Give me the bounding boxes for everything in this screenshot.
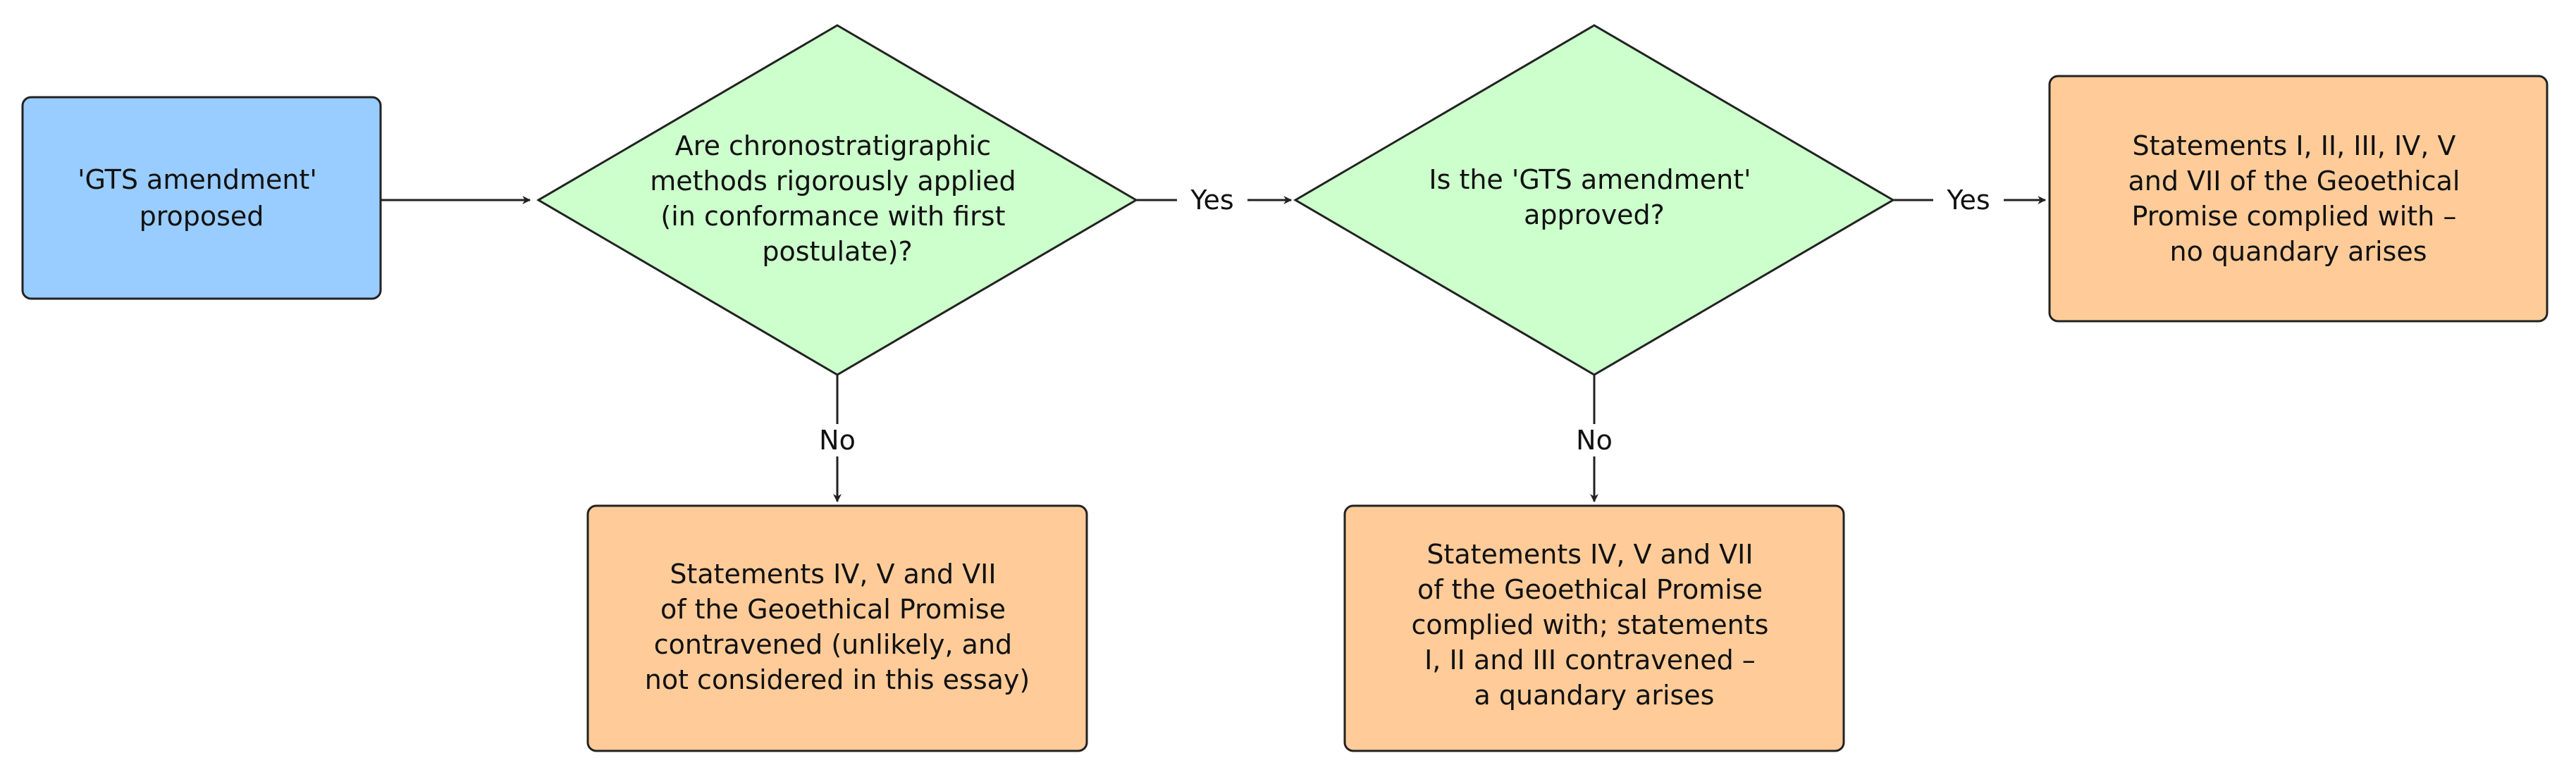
start-node-label: 'GTS amendment' proposed — [78, 164, 326, 232]
outcome-node-complied-label: Statements I, II, III, IV, V and VII of … — [2128, 130, 2468, 267]
outcome-node-contravened-label: Statements IV, V and VII of the Geoethic… — [645, 559, 1030, 695]
edge-label-yes: Yes — [1946, 185, 1990, 216]
decision-node-methods-label: Are chronostratigraphic methods rigorous… — [650, 130, 1024, 267]
edge-decision2-yes: Yes — [1893, 185, 2047, 216]
decision-node-approved: Is the 'GTS amendment' approved? — [1293, 24, 1895, 376]
edge-decision2-no: No — [1564, 375, 1625, 503]
outcome-node-contravened-box — [586, 504, 1088, 752]
edge-label-no: No — [819, 425, 856, 456]
start-node: 'GTS amendment' proposed — [21, 96, 382, 300]
start-node-box — [21, 96, 382, 300]
outcome-node-quandary: Statements IV, V and VII of the Geoethic… — [1343, 504, 1845, 752]
edge-decision1-no: No — [807, 375, 868, 503]
outcome-node-contravened: Statements IV, V and VII of the Geoethic… — [586, 504, 1088, 752]
edge-label-yes: Yes — [1190, 185, 1233, 216]
outcome-node-quandary-box — [1343, 504, 1845, 752]
decision-node-methods: Are chronostratigraphic methods rigorous… — [536, 24, 1138, 376]
outcome-node-complied-box — [2048, 75, 2549, 323]
outcome-node-complied: Statements I, II, III, IV, V and VII of … — [2048, 75, 2549, 323]
decision-node-approved-diamond — [1293, 24, 1895, 376]
decision-node-approved-label: Is the 'GTS amendment' approved? — [1429, 164, 1759, 230]
decision-node-methods-diamond — [536, 24, 1138, 376]
edge-decision1-yes: Yes — [1136, 185, 1293, 216]
outcome-node-quandary-label: Statements IV, V and VII of the Geoethic… — [1411, 539, 1777, 711]
edge-label-no: No — [1576, 425, 1613, 456]
